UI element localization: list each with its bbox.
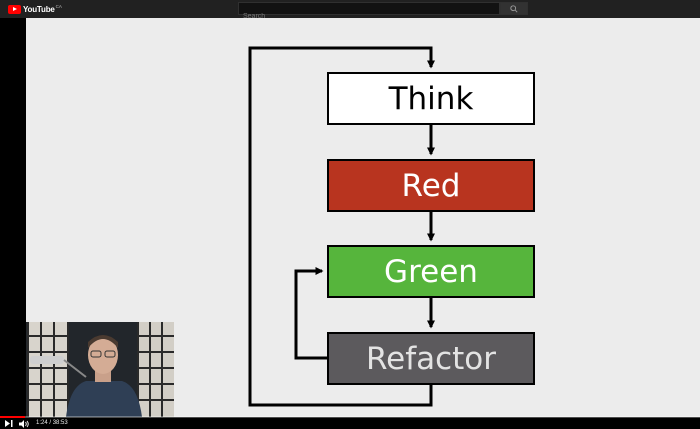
player-controls: 1:24 / 38:53 <box>0 418 700 429</box>
logo-text: YouTube <box>23 4 55 14</box>
progress-fill <box>0 416 26 418</box>
youtube-logo[interactable]: YouTube CA <box>8 3 62 15</box>
youtube-logo-icon <box>8 4 21 14</box>
search-button[interactable] <box>500 2 528 15</box>
next-icon[interactable] <box>5 420 13 427</box>
think-box: Think <box>327 72 535 125</box>
red-box: Red <box>327 159 535 212</box>
person-webcam <box>26 322 174 417</box>
youtube-header: YouTube CA <box>0 0 700 22</box>
progress-bar[interactable] <box>0 416 700 418</box>
refactor-box: Refactor <box>327 332 535 385</box>
logo-region: CA <box>55 3 62 9</box>
search-input[interactable] <box>239 11 499 22</box>
current-time: 1:24 <box>36 420 48 426</box>
loop-arrow-refactor-to-green <box>294 267 327 360</box>
webcam-overlay <box>26 322 174 417</box>
time-separator: / <box>49 420 53 426</box>
volume-icon[interactable] <box>19 420 30 428</box>
search-box[interactable] <box>238 2 500 22</box>
time-display: 1:24 / 38:53 <box>36 420 68 426</box>
search-icon <box>510 4 518 13</box>
green-box: Green <box>327 245 535 298</box>
loop-arrow-refactor-to-think <box>248 46 435 407</box>
duration: 38:53 <box>52 420 68 426</box>
